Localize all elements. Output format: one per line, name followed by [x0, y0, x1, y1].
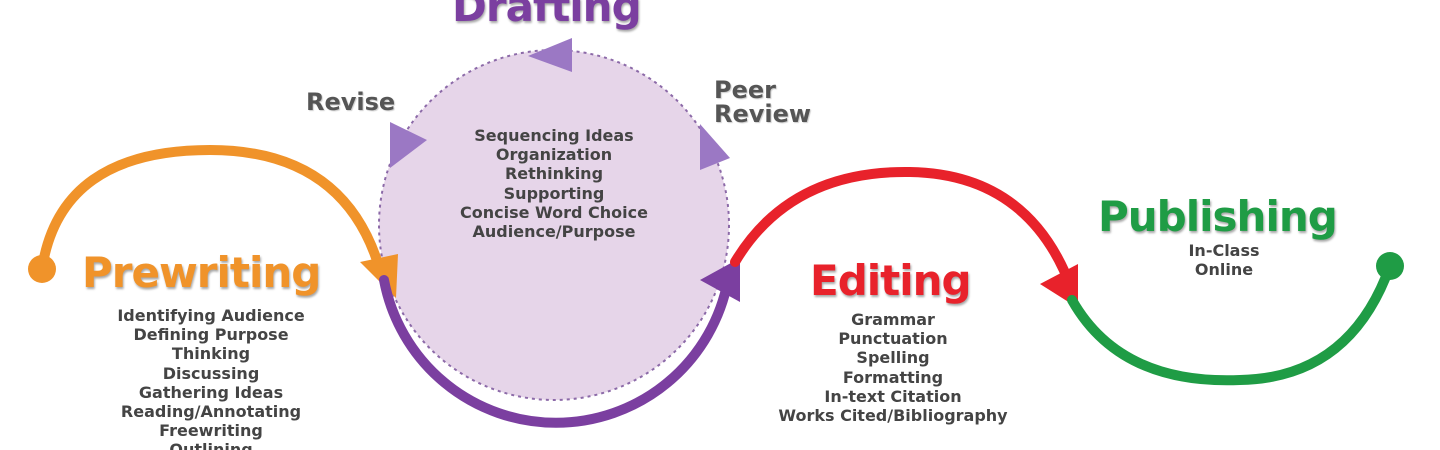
list-item: Formatting [842, 367, 944, 387]
cycle-arrow-top [528, 38, 572, 72]
list-item: Gathering Ideas [138, 382, 284, 402]
drafting-title: Drafting [452, 0, 642, 31]
prewriting-steps: Identifying Audience Defining Purpose Th… [117, 306, 304, 450]
list-item: Discussing [162, 363, 260, 383]
list-item: Freewriting [159, 421, 263, 441]
publishing-path [1067, 261, 1395, 386]
drafting-path [379, 275, 733, 428]
drafting-arrowhead [700, 258, 740, 302]
cycle-arrow-right [700, 124, 730, 170]
list-item: Thinking [171, 344, 251, 364]
list-item: Rethinking [504, 164, 604, 184]
list-item: Punctuation [838, 329, 948, 349]
prewriting-arrowhead [360, 254, 398, 298]
list-item: Online [1194, 260, 1254, 280]
editing-path [730, 166, 1077, 295]
publishing-steps: In-Class Online [1188, 241, 1259, 279]
list-item: Audience/Purpose [472, 222, 636, 242]
drafting-circle [378, 49, 730, 401]
list-item: Identifying Audience [117, 306, 305, 325]
list-item: Concise Word Choice [460, 202, 648, 222]
peer-review-line-1: Peer [714, 76, 776, 104]
list-item: Defining Purpose [133, 325, 289, 345]
prewriting-title: Prewriting [82, 248, 321, 297]
drafting-steps: Sequencing Ideas Organization Rethinking… [460, 126, 648, 241]
revise-label: Revise [306, 88, 396, 116]
list-item: Works Cited/Bibliography [778, 406, 1008, 426]
list-item: Supporting [503, 183, 605, 203]
list-item: In-Class [1188, 241, 1260, 260]
list-item: Grammar [851, 310, 935, 329]
list-item: Sequencing Ideas [474, 126, 634, 145]
editing-steps: Grammar Punctuation Spelling Formatting … [778, 310, 1007, 425]
peer-review-label: Peer Review [714, 78, 811, 126]
peer-review-line-2: Review [714, 100, 812, 128]
publishing-title: Publishing [1098, 192, 1338, 241]
end-dot [1376, 252, 1404, 280]
start-dot [28, 255, 56, 283]
cycle-arrow-left [390, 122, 427, 168]
prewriting-path [37, 144, 385, 275]
list-item: Reading/Annotating [120, 402, 302, 422]
list-item: Spelling [856, 348, 930, 368]
list-item: In-text Citation [824, 386, 962, 406]
list-item: Outlining [169, 440, 253, 450]
editing-title: Editing [810, 256, 972, 305]
list-item: Organization [495, 145, 613, 165]
